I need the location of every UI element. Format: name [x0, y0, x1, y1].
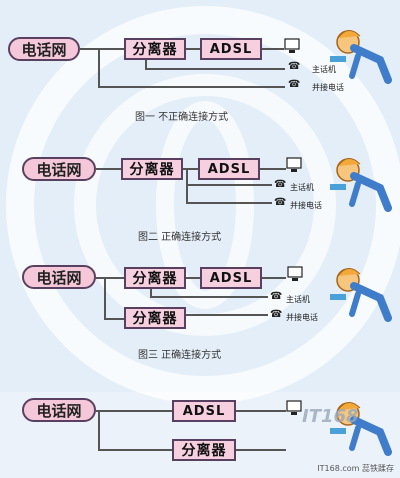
wire — [262, 277, 286, 279]
wire — [98, 411, 100, 450]
main-phone-label: 主话机 — [290, 183, 314, 192]
main-phone-label: 主话机 — [286, 295, 310, 304]
wire — [236, 410, 286, 412]
wire — [98, 86, 285, 88]
wire — [145, 68, 285, 70]
wire — [236, 449, 286, 451]
splitter-node: 分离器 — [124, 38, 186, 60]
wire — [186, 314, 268, 316]
wire — [260, 168, 286, 170]
adsl-node: ADSL — [172, 400, 236, 422]
phone-network-node: 电话网 — [22, 398, 96, 422]
parallel-phone-label: 并接电话 — [286, 313, 318, 322]
phone-network-node: 电话网 — [22, 265, 96, 289]
child-illustration — [330, 158, 392, 212]
figure-2-caption: 图二 正确连接方式 — [138, 232, 222, 243]
splitter-node: 分离器 — [124, 267, 186, 289]
computer-monitor-icon — [284, 38, 300, 53]
wire — [104, 318, 124, 320]
telephone-icon: ☎ — [288, 61, 301, 72]
splitter-node: 分离器 — [121, 158, 183, 180]
child-illustration — [330, 268, 392, 322]
wire — [96, 168, 121, 170]
adsl-node: ADSL — [200, 267, 262, 289]
wire — [80, 48, 124, 50]
computer-monitor-icon — [286, 157, 302, 172]
wire — [183, 168, 198, 170]
computer-monitor-icon — [286, 400, 302, 415]
watermark-logo: IT168 — [302, 406, 359, 427]
telephone-icon: ☎ — [288, 79, 301, 90]
wire — [186, 169, 188, 203]
telephone-icon: ☎ — [270, 309, 283, 320]
main-phone-label: 主话机 — [312, 65, 336, 74]
wire — [98, 449, 172, 451]
child-illustration — [330, 402, 392, 456]
wire — [186, 202, 272, 204]
wire — [150, 296, 268, 298]
wire — [104, 278, 106, 319]
parallel-phone-label: 并接电话 — [312, 83, 344, 92]
wire — [186, 184, 272, 186]
wire — [262, 48, 284, 50]
wire — [98, 49, 100, 87]
telephone-icon: ☎ — [270, 291, 283, 302]
phone-network-node: 电话网 — [8, 37, 80, 61]
watermark-text: IT168.com 蕊铁蹂存 — [317, 464, 394, 473]
wire — [186, 277, 200, 279]
phone-network-node: 电话网 — [22, 157, 96, 181]
second-splitter-node: 分离器 — [124, 307, 186, 329]
wire — [186, 48, 200, 50]
adsl-node: ADSL — [200, 38, 262, 60]
telephone-icon: ☎ — [274, 179, 287, 190]
splitter-node: 分离器 — [172, 439, 236, 461]
figure-1-caption: 图一 不正确连接方式 — [135, 112, 229, 123]
adsl-node: ADSL — [198, 158, 260, 180]
figure-3-caption: 图三 正确连接方式 — [138, 350, 222, 361]
wire — [96, 410, 172, 412]
computer-monitor-icon — [287, 266, 303, 281]
child-illustration — [330, 30, 392, 84]
wire — [145, 60, 147, 69]
wire — [150, 289, 152, 297]
wire — [96, 277, 124, 279]
parallel-phone-label: 并接电话 — [290, 201, 322, 210]
telephone-icon: ☎ — [274, 197, 287, 208]
